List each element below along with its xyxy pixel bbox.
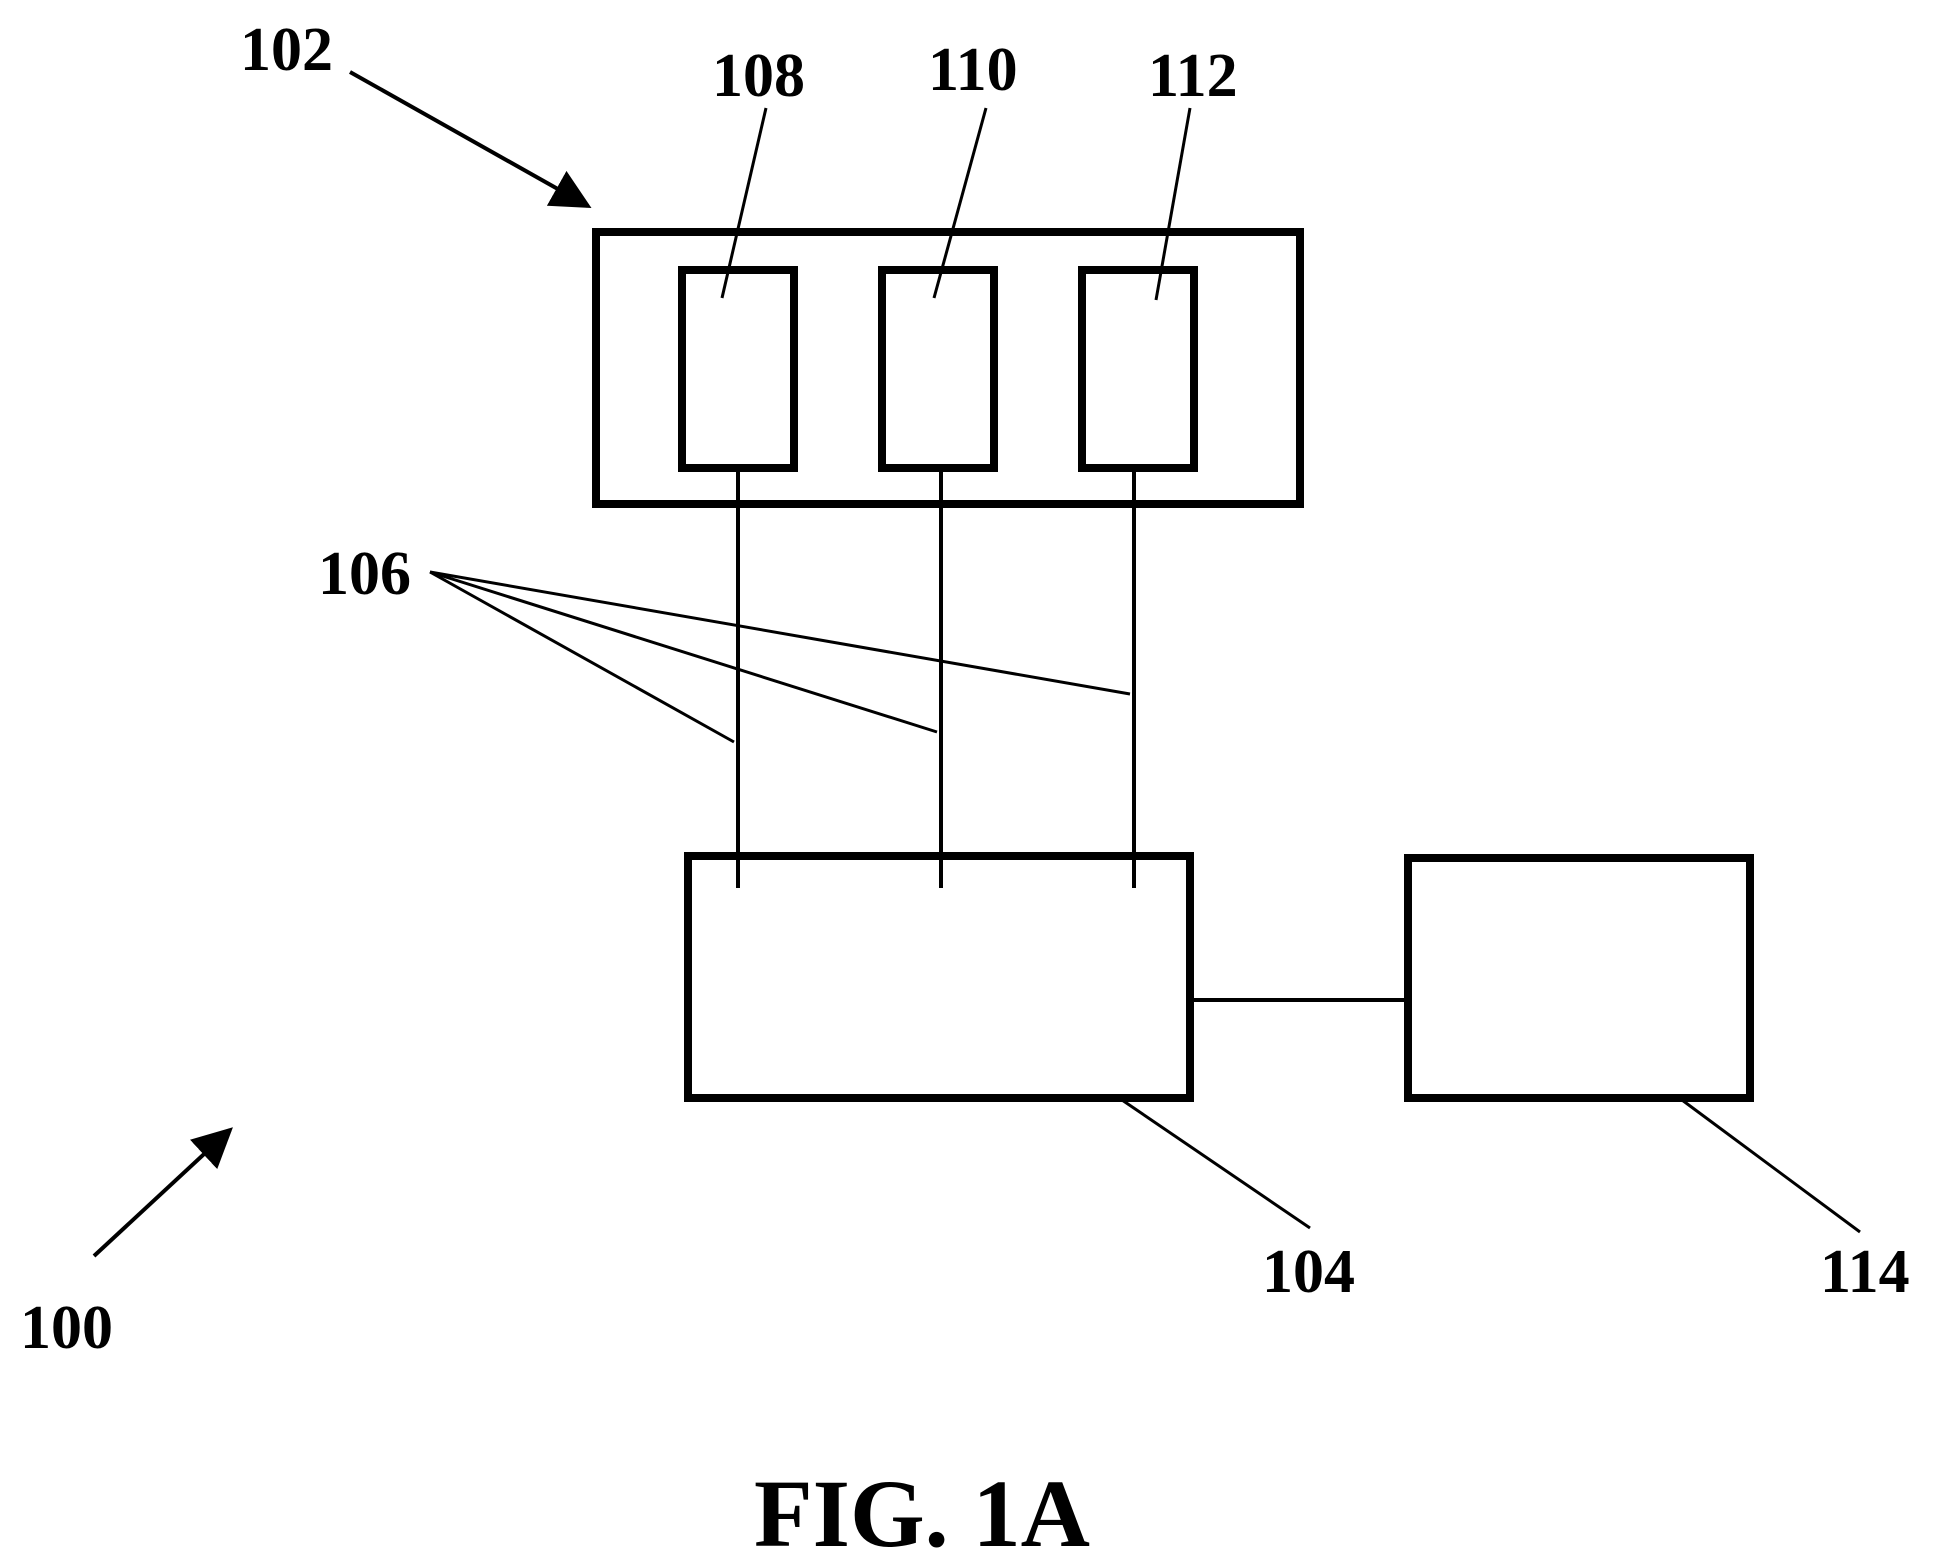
arrow-102 bbox=[350, 72, 588, 206]
label-100: 100 bbox=[20, 1294, 113, 1362]
label-106: 106 bbox=[318, 540, 411, 608]
label-108: 108 bbox=[712, 42, 805, 110]
leader-114 bbox=[1682, 1100, 1860, 1232]
leader-106-b bbox=[430, 572, 937, 732]
sensor-110-box bbox=[882, 270, 994, 468]
label-102: 102 bbox=[240, 16, 333, 84]
label-104: 104 bbox=[1262, 1238, 1355, 1306]
output-unit-box bbox=[1408, 858, 1750, 1098]
leader-106-c bbox=[430, 572, 1130, 694]
sensor-108-box bbox=[682, 270, 794, 468]
label-112: 112 bbox=[1148, 42, 1238, 110]
label-114: 114 bbox=[1820, 1238, 1910, 1306]
arrow-100 bbox=[94, 1130, 230, 1256]
label-110: 110 bbox=[928, 36, 1018, 104]
processor-box bbox=[688, 856, 1190, 1098]
leader-104 bbox=[1122, 1100, 1310, 1228]
figure-caption: FIG. 1A bbox=[754, 1460, 1090, 1560]
sensor-112-box bbox=[1082, 270, 1194, 468]
